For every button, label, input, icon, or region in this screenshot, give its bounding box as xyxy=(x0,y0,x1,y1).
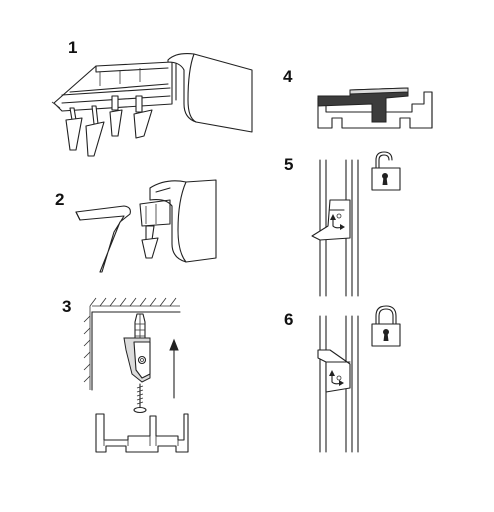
up-arrow-icon xyxy=(169,338,179,399)
step-1-number: 1 xyxy=(68,38,77,57)
curtain-hook-3 xyxy=(109,95,123,137)
rail-profile-step-3 xyxy=(95,413,189,453)
padlock-closed-icon xyxy=(371,305,401,347)
bracket-step-5 xyxy=(311,199,351,241)
curtain-hook-4 xyxy=(133,95,153,139)
step-1-rail-with-hooks: 1 xyxy=(51,38,253,157)
step-6-number: 6 xyxy=(284,310,293,329)
step-4-rail-cross-section: 4 xyxy=(283,67,433,129)
bracket-step-6 xyxy=(317,349,351,393)
padlock-open-icon xyxy=(371,151,401,191)
curtain-hook-1 xyxy=(65,107,83,151)
step-6-bracket-locked: 6 xyxy=(284,305,401,453)
step-5-bracket-unlocked: 5 xyxy=(284,151,401,297)
rail-profile-step-4 xyxy=(317,87,433,129)
step-4-number: 4 xyxy=(283,67,293,86)
step-2-end-cap-insert: 2 xyxy=(55,179,217,273)
step-5-number: 5 xyxy=(284,155,293,174)
step-2-number: 2 xyxy=(55,190,64,209)
mounting-bracket xyxy=(123,337,151,383)
step-3-ceiling-mounting: 3 xyxy=(62,297,189,453)
ceiling-wall-corner xyxy=(83,297,181,391)
curtain-hook-2 xyxy=(85,105,105,157)
step-3-number: 3 xyxy=(62,297,71,316)
screw xyxy=(133,383,147,414)
